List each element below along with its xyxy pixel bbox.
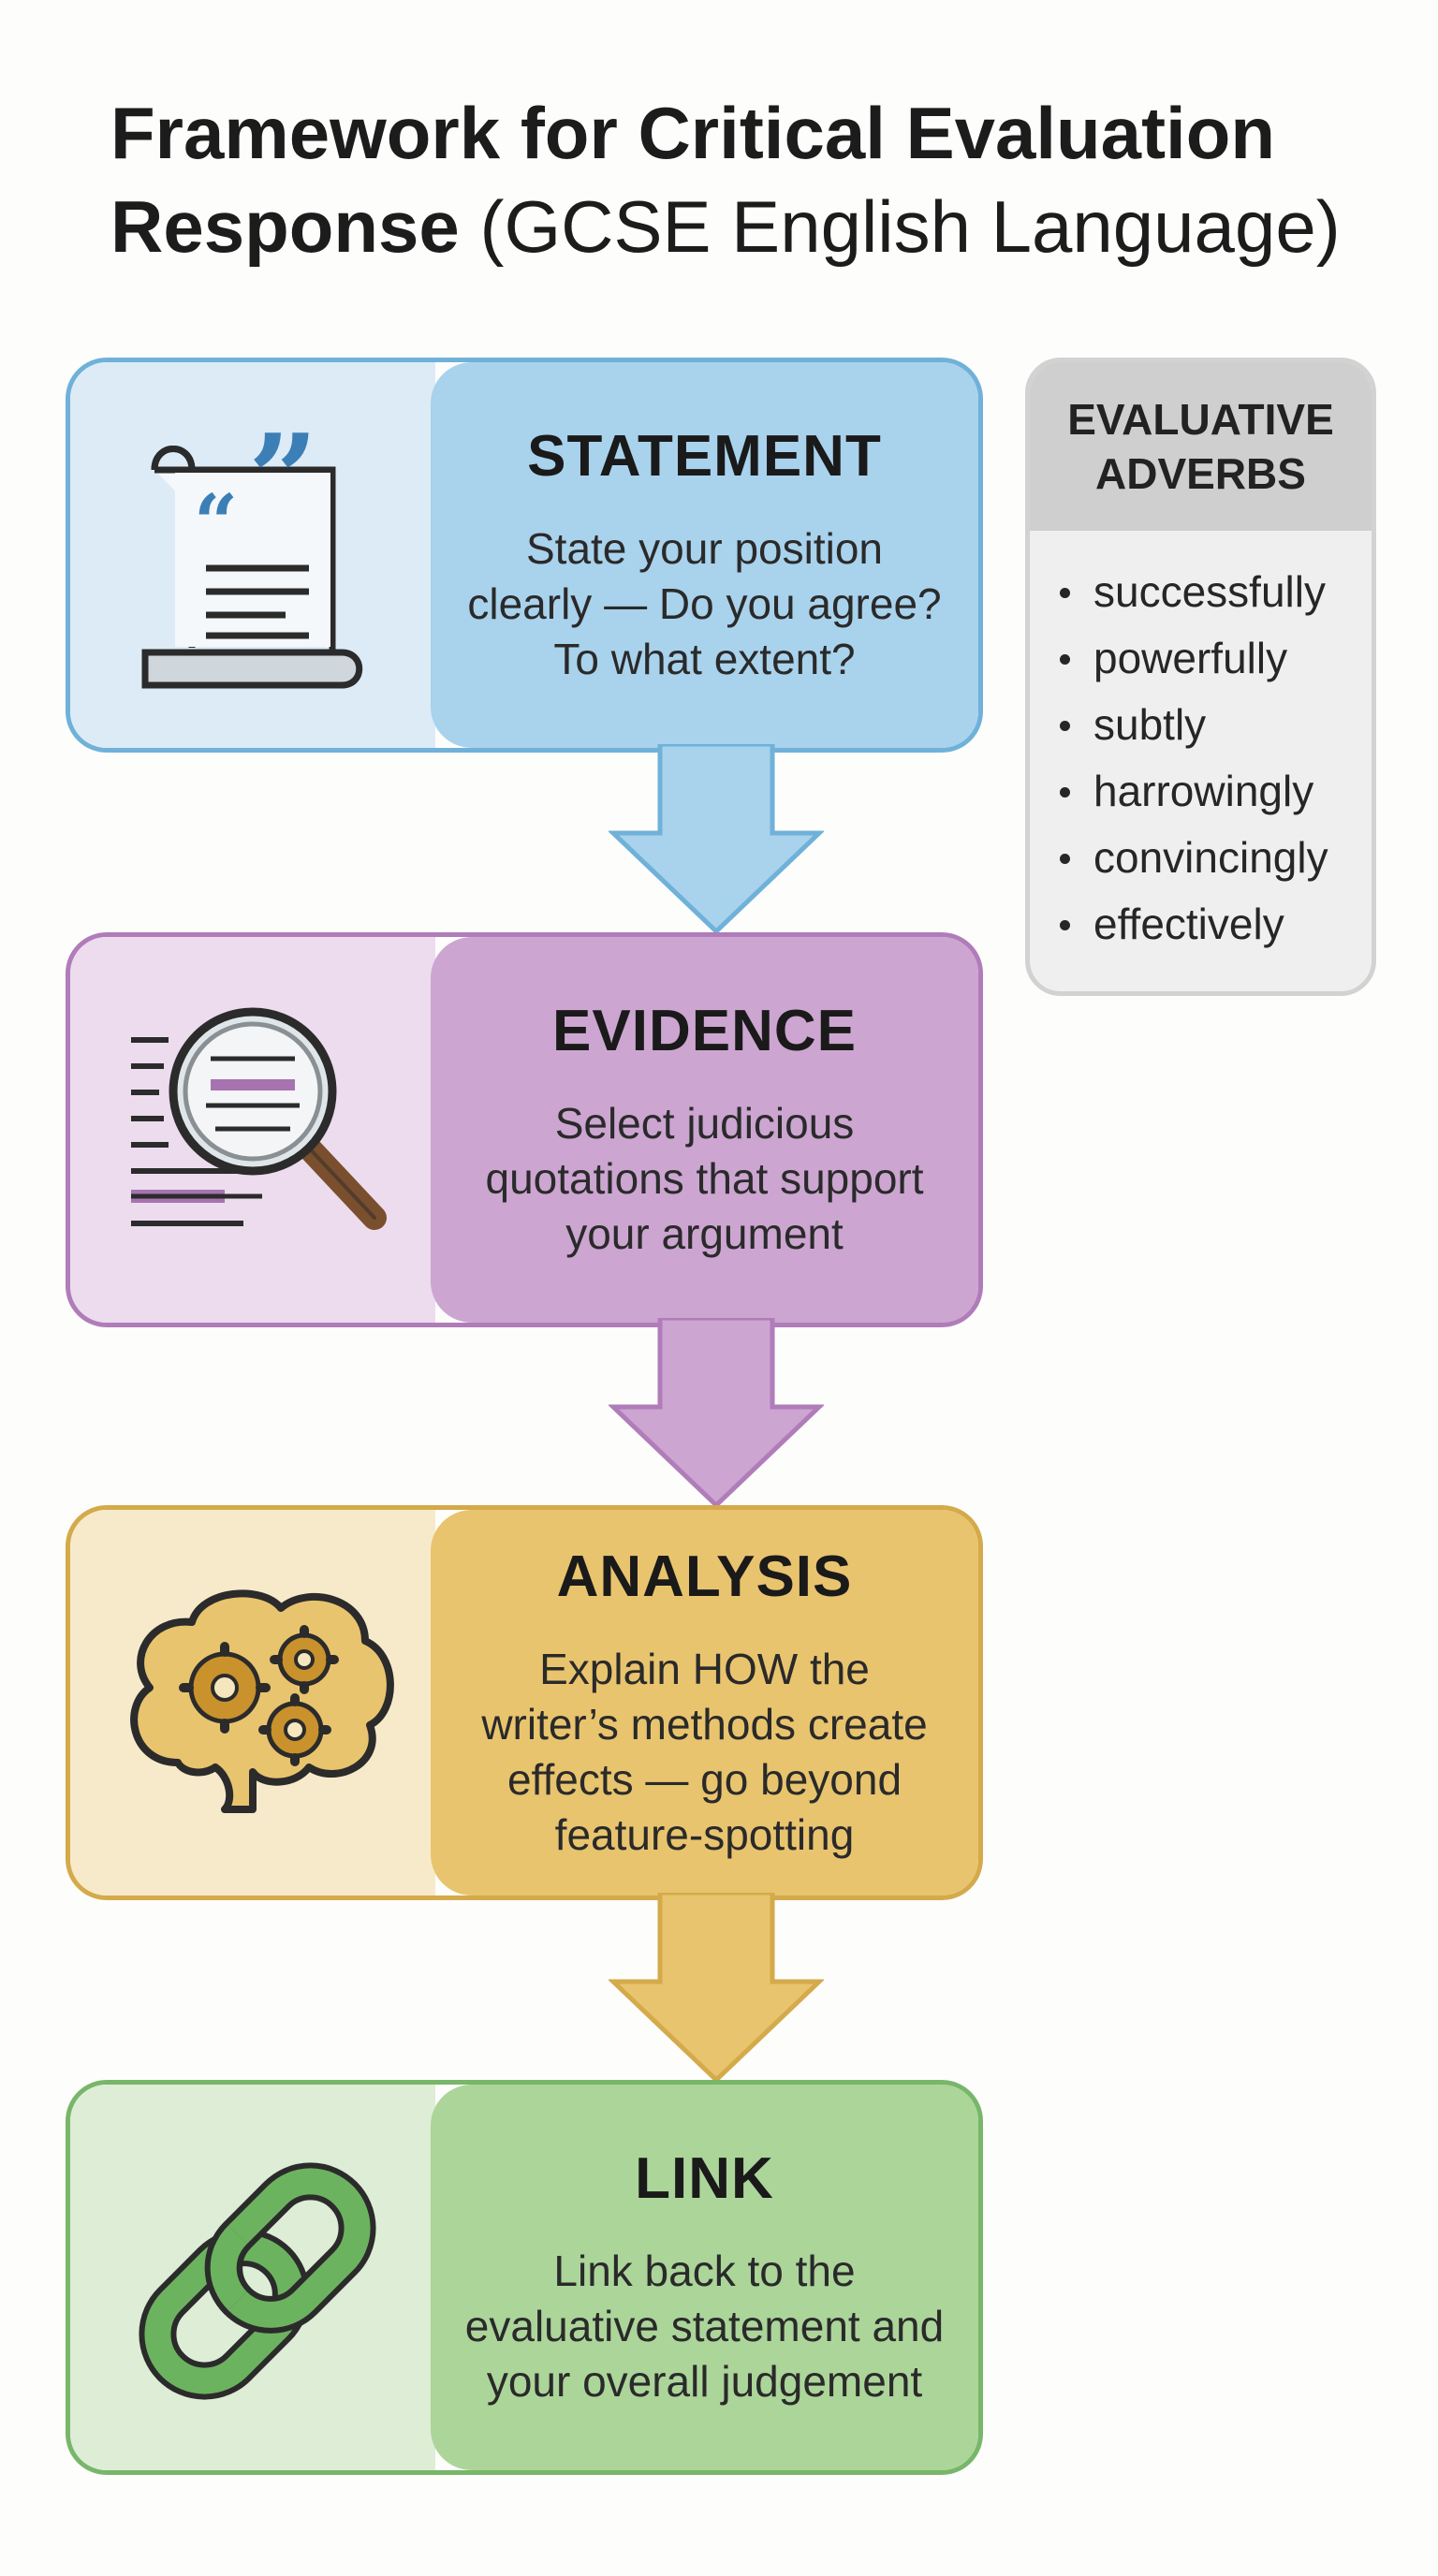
- analysis-text-pane: ANALYSIS Explain HOW the writer’s method…: [431, 1510, 978, 1895]
- arrow-analysis-to-link: [609, 1893, 824, 2084]
- step-statement: “ ” STATEMENT State your position clearl…: [66, 358, 983, 753]
- adverb-item: effectively: [1050, 891, 1372, 958]
- evidence-description: Select judicious quotations that support…: [485, 1099, 924, 1258]
- brain-gears-icon: [130, 1589, 394, 1813]
- evidence-icon-pane: [70, 937, 435, 1323]
- title-main: Framework for Critical Evaluation Respon…: [110, 92, 1276, 268]
- arrow-evidence-to-analysis: [609, 1318, 824, 1509]
- adverb-item: harrowingly: [1050, 758, 1372, 825]
- adverbs-heading: EVALUATIVE ADVERBS: [1030, 362, 1372, 531]
- chain-link-icon: [139, 2162, 376, 2400]
- link-heading: LINK: [635, 2146, 774, 2211]
- statement-heading: STATEMENT: [527, 424, 882, 489]
- analysis-icon-pane: [70, 1510, 435, 1895]
- title-subtitle: (GCSE English Language): [479, 185, 1341, 268]
- step-evidence: EVIDENCE Select judicious quotations tha…: [66, 932, 983, 1327]
- link-icon-pane: [70, 2085, 435, 2470]
- analysis-heading: ANALYSIS: [556, 1544, 853, 1609]
- svg-text:”: ”: [248, 418, 318, 550]
- arrow-statement-to-evidence: [609, 744, 824, 935]
- adverbs-list: successfully powerfully subtly harrowing…: [1030, 531, 1372, 958]
- adverb-item: convincingly: [1050, 825, 1372, 891]
- step-link: LINK Link back to the evaluative stateme…: [66, 2080, 983, 2475]
- adverb-item: successfully: [1050, 559, 1372, 625]
- page-title: Framework for Critical Evaluation Respon…: [110, 86, 1384, 273]
- adverb-item: powerfully: [1050, 625, 1372, 692]
- link-text-pane: LINK Link back to the evaluative stateme…: [431, 2085, 978, 2470]
- statement-description: State your position clearly — Do you agr…: [467, 524, 942, 683]
- evaluative-adverbs-panel: EVALUATIVE ADVERBS successfully powerful…: [1025, 358, 1376, 996]
- evidence-heading: EVIDENCE: [552, 999, 857, 1063]
- svg-text:“: “: [194, 478, 238, 568]
- analysis-description: Explain HOW the writer’s methods create …: [481, 1644, 928, 1859]
- statement-text-pane: STATEMENT State your position clearly — …: [431, 362, 978, 748]
- quote-scroll-icon: “ ”: [141, 418, 363, 689]
- magnifying-glass-icon: [131, 1007, 387, 1230]
- adverb-item: subtly: [1050, 692, 1372, 758]
- link-description: Link back to the evaluative statement an…: [464, 2247, 945, 2406]
- evidence-text-pane: EVIDENCE Select judicious quotations tha…: [431, 937, 978, 1323]
- statement-icon-pane: “ ”: [70, 362, 435, 748]
- step-analysis: ANALYSIS Explain HOW the writer’s method…: [66, 1505, 983, 1900]
